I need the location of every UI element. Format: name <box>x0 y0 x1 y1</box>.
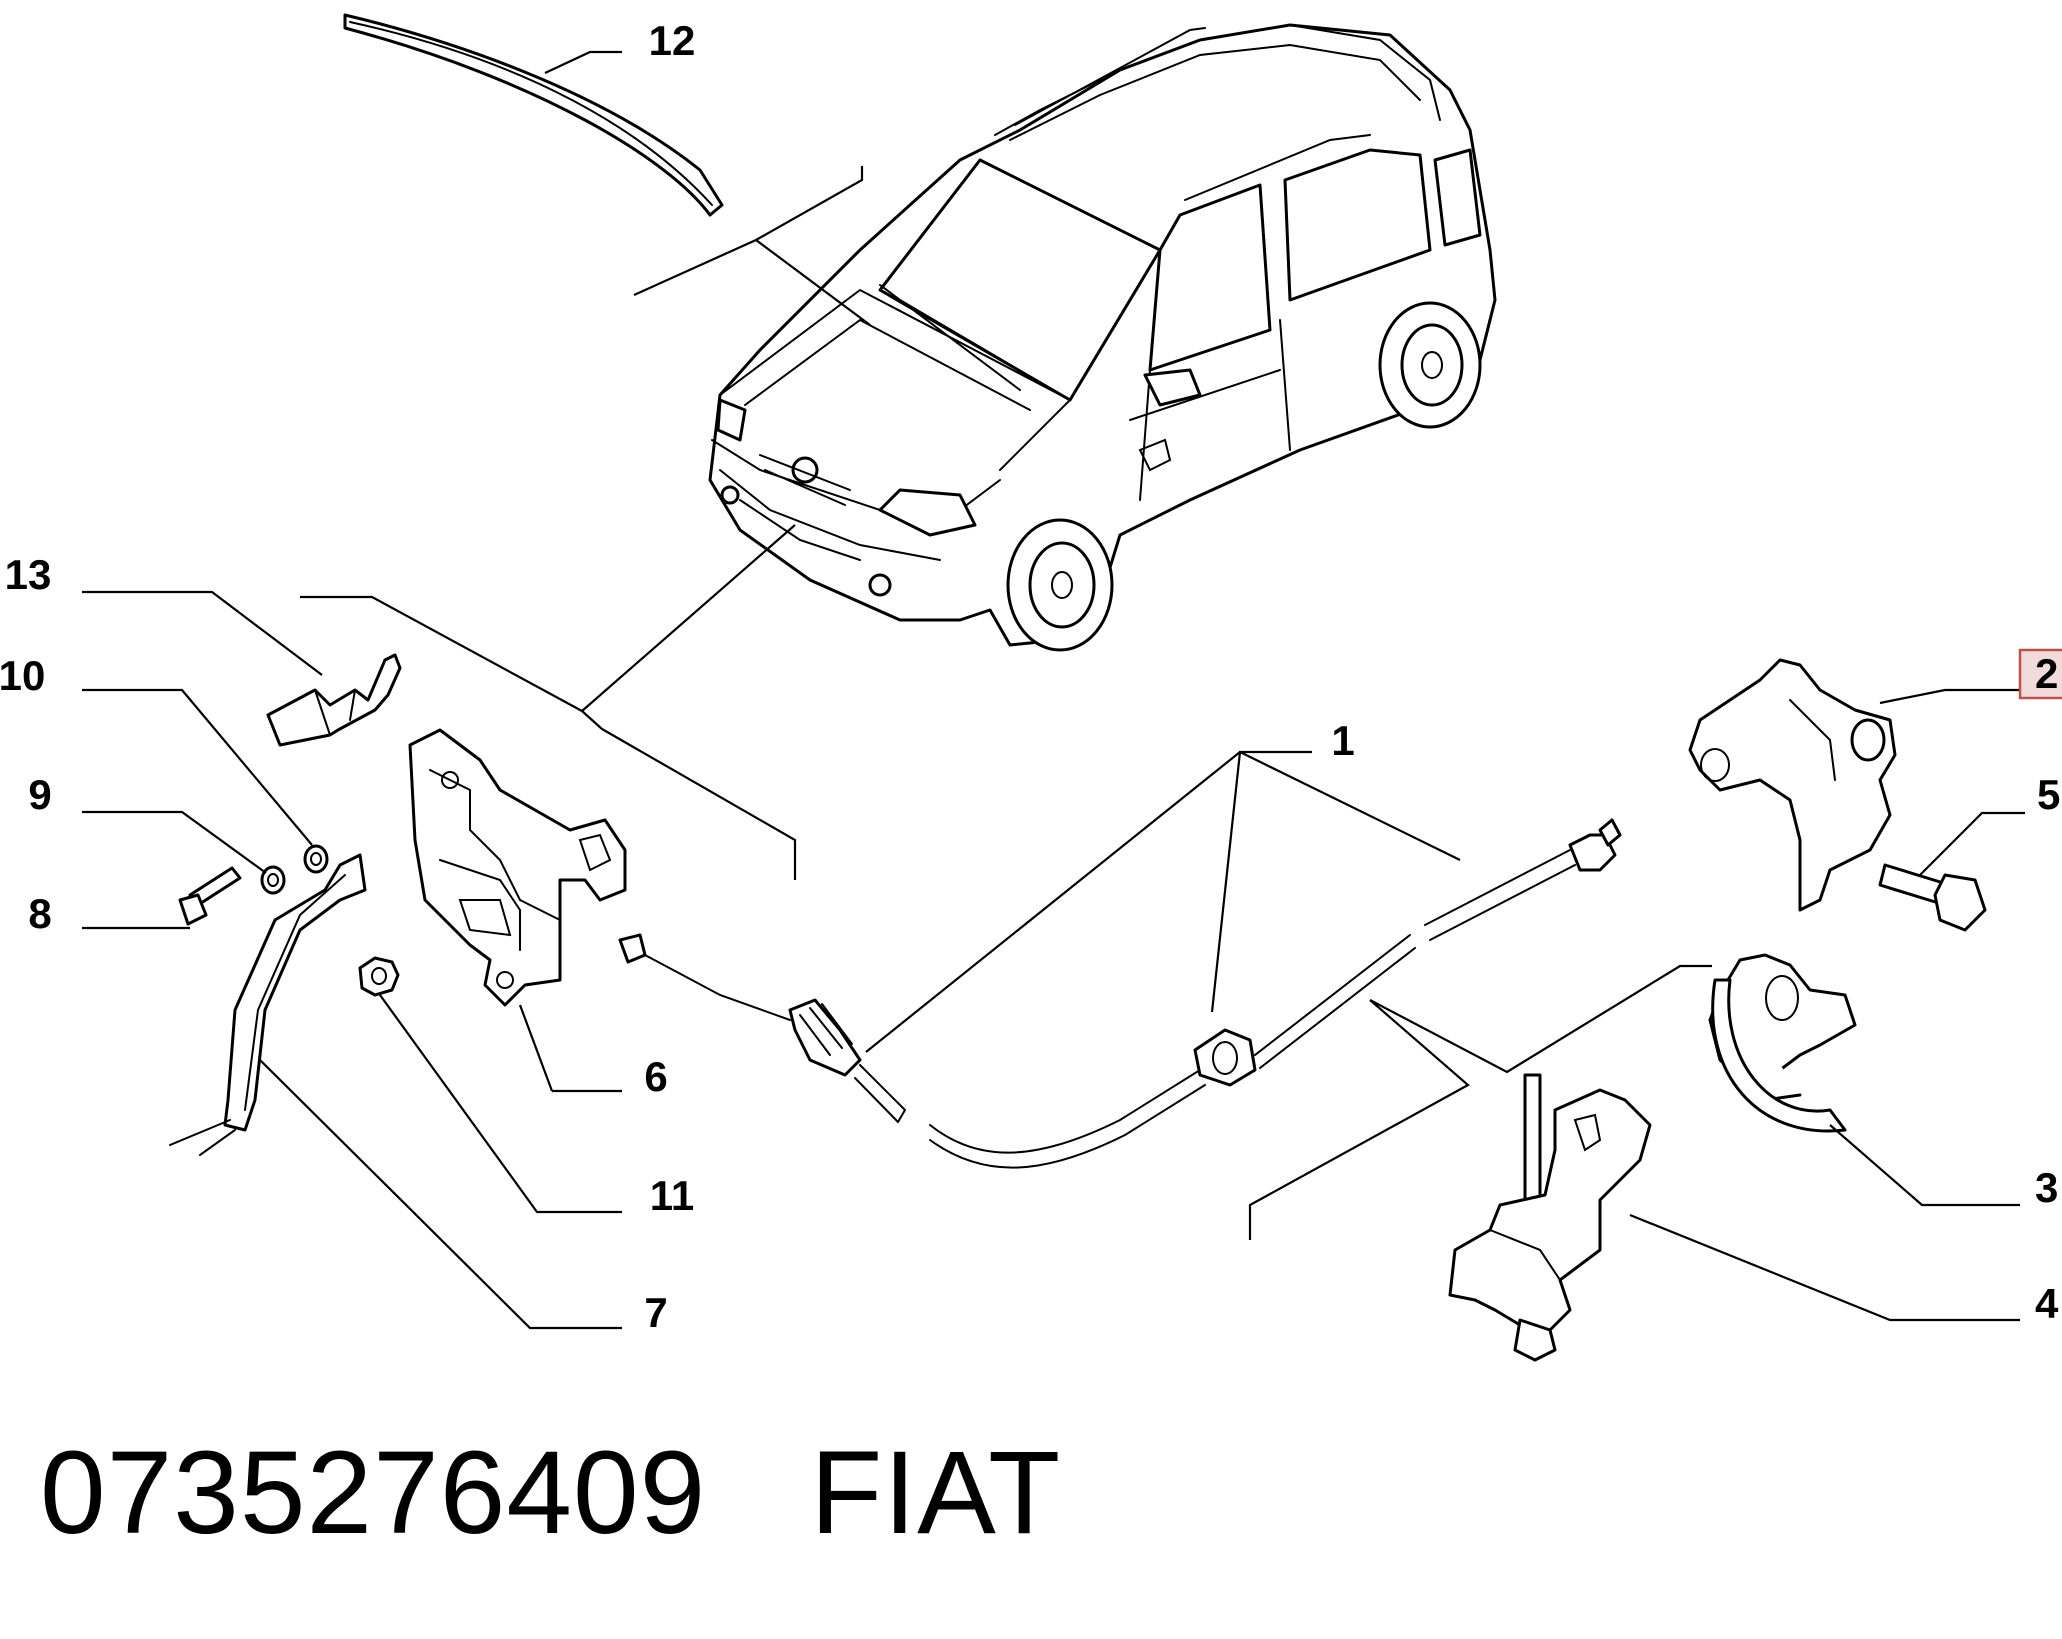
callout-13: 13 <box>5 551 52 598</box>
callout-6: 6 <box>644 1053 667 1100</box>
part-8-screw <box>178 866 242 926</box>
callout-8: 8 <box>28 890 51 937</box>
callout-10: 10 <box>0 652 45 699</box>
callout-2-highlight <box>2018 648 2062 700</box>
part-number-caption: 0735276409 FIAT <box>40 1425 1061 1561</box>
callout-4: 4 <box>2035 1280 2059 1327</box>
callout-9: 9 <box>28 771 51 818</box>
part-5-bolt <box>1878 863 1987 932</box>
part-9-washer <box>260 865 286 895</box>
callout-2: 2 <box>2035 650 2058 697</box>
callout-12: 12 <box>649 17 696 64</box>
part-7-support-rod <box>169 853 367 1156</box>
part-number: 0735276409 <box>40 1427 707 1559</box>
part-2-safety-catch <box>1688 658 1897 912</box>
part-3-cable-guide <box>1708 953 1857 1133</box>
part-6-hood-lock <box>408 728 627 1007</box>
part-12-weatherstrip <box>343 13 724 217</box>
callout-5: 5 <box>2037 771 2060 818</box>
brand-name: FIAT <box>810 1427 1062 1559</box>
callout-7: 7 <box>644 1289 667 1336</box>
part-13-stud <box>266 653 402 747</box>
leader-lines <box>82 50 2025 1330</box>
part-11-nut <box>358 956 400 997</box>
callout-3: 3 <box>2035 1164 2058 1211</box>
callout-labels: 1 2 3 4 5 6 7 8 9 10 11 12 13 <box>0 17 2060 1336</box>
car-illustration <box>708 23 1497 652</box>
callout-11: 11 <box>650 1172 694 1219</box>
part-4-striker <box>1448 1073 1652 1362</box>
part-1-release-cable <box>618 818 1622 1169</box>
part-10-washer <box>303 844 329 874</box>
callout-1: 1 <box>1331 717 1354 764</box>
